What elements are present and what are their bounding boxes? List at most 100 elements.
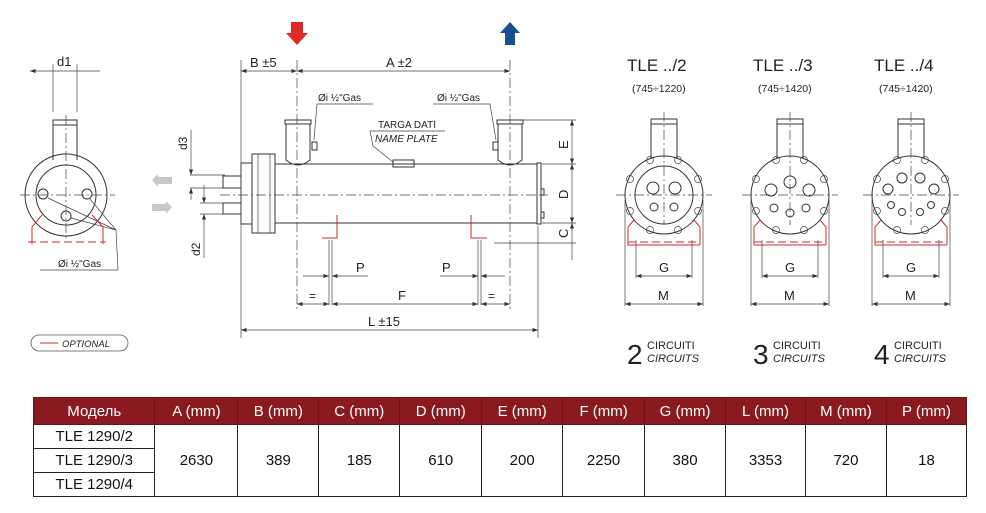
bolt-hole — [626, 175, 634, 183]
bolt-hole — [941, 207, 949, 215]
optional-legend: OPTIONAL — [30, 334, 129, 352]
equal-left-label: = — [309, 289, 316, 303]
value-cell: 18 — [885, 424, 968, 497]
bolt-hole — [893, 156, 901, 164]
p-left-label: P — [356, 260, 365, 275]
bolt-hole — [800, 156, 808, 164]
value-cell: 380 — [644, 424, 727, 497]
nameplate-label-it: TARGA DATI — [378, 120, 436, 131]
circuit-hole — [785, 208, 795, 218]
g-dimension-label: G — [906, 260, 916, 275]
value-cell: 389 — [237, 424, 320, 497]
value-cell: 200 — [481, 424, 564, 497]
equal-right-label: = — [488, 289, 495, 303]
circuit-hole — [783, 175, 797, 189]
bolt-hole — [921, 226, 929, 234]
value-cell: 720 — [804, 424, 887, 497]
circuit-hole — [916, 208, 924, 216]
circuit-hole — [764, 183, 778, 197]
column-header: L (mm) — [725, 397, 806, 425]
value-cell: 2630 — [154, 424, 239, 497]
d-dimension-label: D — [556, 190, 571, 199]
nameplate-label-en: NAME PLATE — [375, 134, 438, 145]
end-view-title: TLE ../4 — [874, 56, 934, 75]
model-cell: TLE 1290/4 — [32, 472, 156, 497]
circuit-hole — [668, 181, 682, 195]
circuit-hole — [882, 183, 894, 195]
bolt-hole — [646, 226, 654, 234]
inlet-red-arrow-icon — [286, 22, 308, 45]
e-dimension-label: E — [556, 140, 571, 149]
circuit-hole — [927, 201, 935, 209]
bolt-hole — [752, 175, 760, 183]
column-header: A (mm) — [154, 397, 239, 425]
circuit-hole — [802, 183, 816, 197]
l-dimension-label: L ±15 — [368, 314, 400, 329]
technical-drawing: d1 Øi ½"Gas OPTIONAL — [20, 22, 959, 370]
bolt-hole — [800, 226, 808, 234]
column-header: C (mm) — [318, 397, 401, 425]
circuit-hole — [887, 201, 895, 209]
outlet-gray-arrow-icon — [152, 174, 172, 187]
a-dimension-label: A ±2 — [386, 55, 412, 70]
circuit-hole — [769, 203, 779, 213]
circuit-count: 3 — [753, 339, 769, 370]
model-cell: TLE 1290/2 — [32, 424, 156, 449]
column-header: B (mm) — [237, 397, 320, 425]
side-view: B ±5 A ±2 L ±15 F = = P P Øi ½"Gas Øi ½"… — [176, 55, 576, 338]
bolt-hole — [674, 226, 682, 234]
d1-label: d1 — [57, 54, 71, 69]
circuit-hole — [646, 181, 660, 195]
p-right-label: P — [442, 260, 451, 275]
column-header: P (mm) — [885, 397, 968, 425]
end-view-title: TLE ../2 — [627, 56, 687, 75]
bolt-hole — [873, 175, 881, 183]
bolt-hole — [674, 156, 682, 164]
circuits-label-it: CIRCUITI — [894, 340, 942, 352]
g-dimension-label: G — [785, 260, 795, 275]
bolt-hole — [893, 226, 901, 234]
bolt-hole — [772, 156, 780, 164]
m-dimension-label: M — [905, 288, 916, 303]
value-cell: 2250 — [562, 424, 646, 497]
g-dimension-label: G — [659, 260, 669, 275]
right-connection-callout: Øi ½"Gas — [437, 93, 480, 104]
table-row: TLE 1290/4 — [32, 472, 967, 497]
b-dimension-label: B ±5 — [250, 55, 277, 70]
circuits-label-it: CIRCUITI — [773, 340, 821, 352]
value-cell: 185 — [318, 424, 401, 497]
column-header: M (mm) — [804, 397, 887, 425]
circuit-hole — [898, 208, 906, 216]
m-dimension-label: M — [784, 288, 795, 303]
circuit-count: 2 — [627, 339, 643, 370]
left-connection-callout: Øi ½"Gas — [318, 93, 361, 104]
circuit-hole — [801, 203, 811, 213]
bolt-hole — [626, 207, 634, 215]
end-view-range: (745÷1220) — [632, 83, 686, 95]
f-dimension-label: F — [398, 288, 406, 303]
end-view-range: (745÷1420) — [758, 83, 812, 95]
model-cell: TLE 1290/3 — [32, 448, 156, 473]
column-header: D (mm) — [399, 397, 483, 425]
circuit-hole — [928, 183, 940, 195]
d2-label: d2 — [189, 242, 203, 256]
circuit-hole — [914, 172, 926, 184]
circuits-label-en: CIRCUITS — [773, 353, 826, 365]
outlet-blue-arrow-icon — [500, 22, 520, 45]
circuits-label-en: CIRCUITS — [894, 353, 947, 365]
column-header: F (mm) — [562, 397, 646, 425]
value-cell: 3353 — [725, 424, 806, 497]
end-view-range: (745÷1420) — [879, 83, 933, 95]
circuit-hole — [649, 202, 659, 212]
c-dimension-label: C — [556, 229, 571, 238]
bolt-hole — [820, 175, 828, 183]
circuit-hole — [896, 172, 908, 184]
m-dimension-label: M — [658, 288, 669, 303]
d3-label: d3 — [176, 136, 190, 150]
